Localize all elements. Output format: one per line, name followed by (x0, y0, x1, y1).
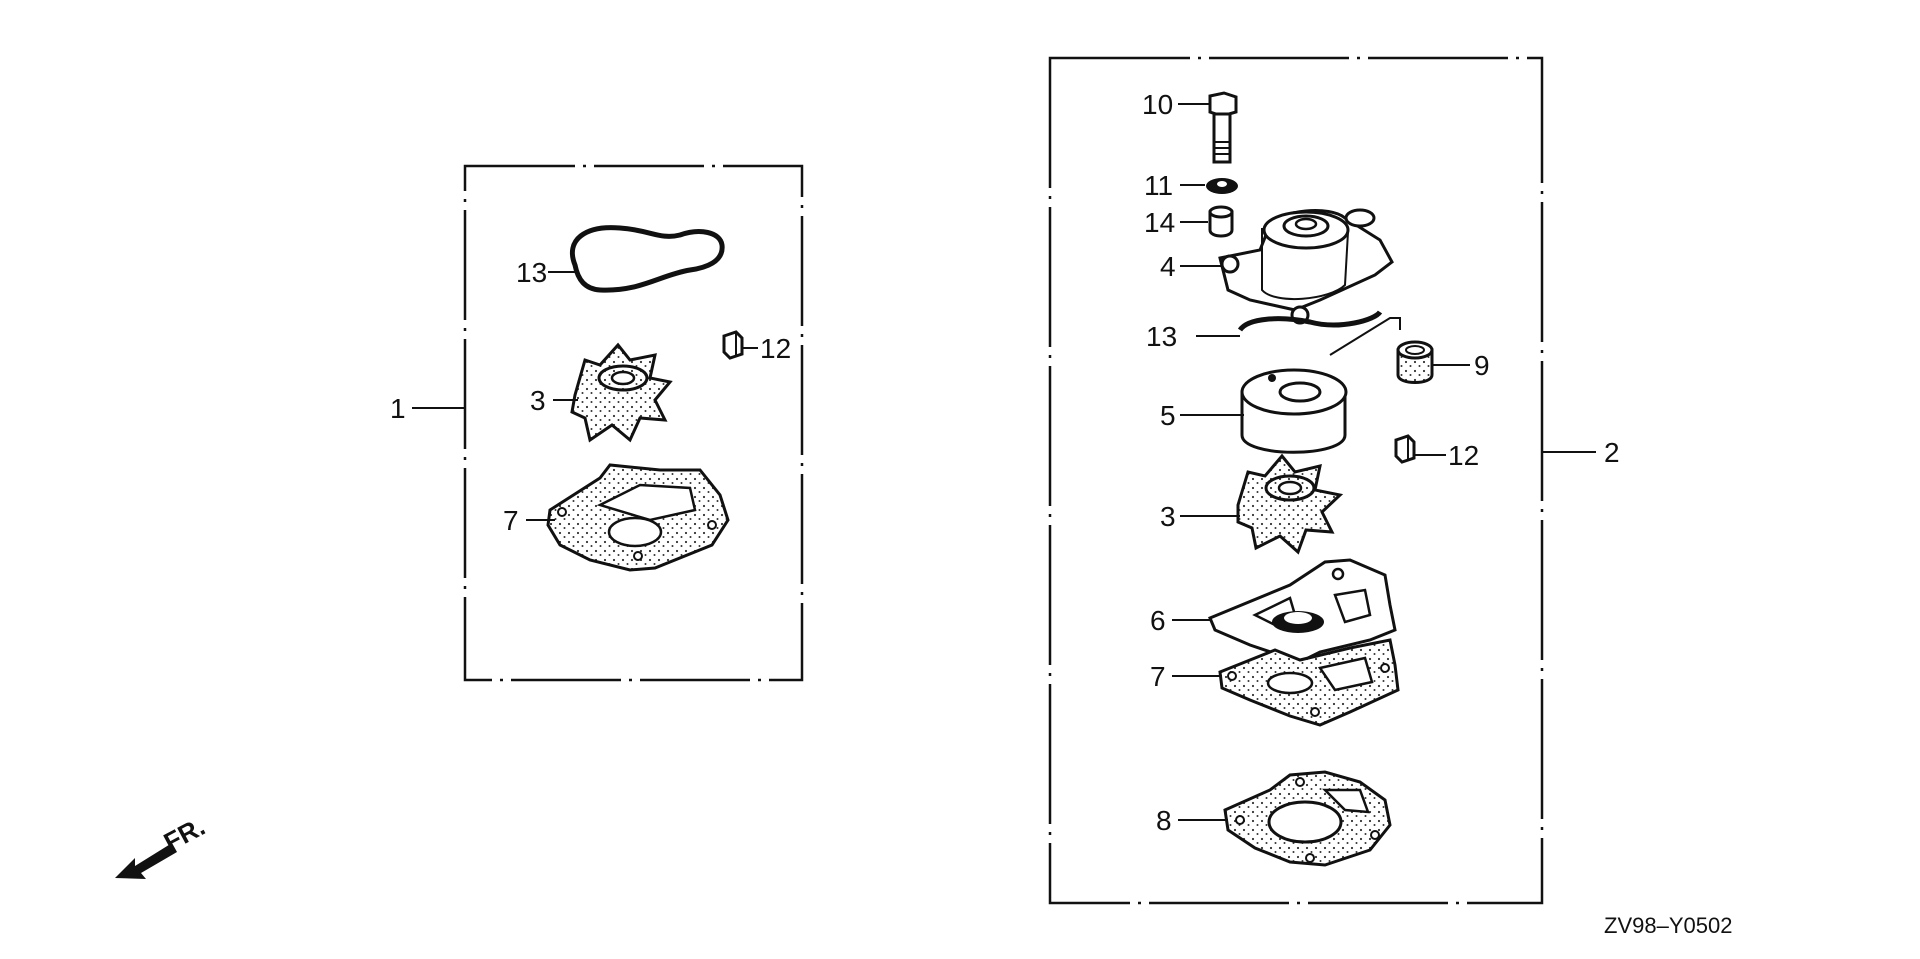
part-label-11: 11 (1144, 170, 1173, 201)
gasket-ring-part (569, 225, 725, 293)
impeller-part (570, 342, 673, 443)
collar-part (1208, 205, 1234, 238)
part-label-10: 10 (1142, 89, 1173, 120)
front-direction-marker: FR. (115, 811, 210, 879)
part-label-12-right: 12 (1448, 440, 1479, 471)
liner-part (1240, 368, 1348, 454)
part-label-6: 6 (1150, 605, 1166, 636)
grommet-part (1396, 340, 1434, 384)
front-arrow-icon (115, 843, 177, 879)
housing-gasket-part (1237, 310, 1401, 356)
kit-right-frame (1048, 56, 1544, 905)
kit-left-callout: 1 (390, 393, 406, 424)
part-label-13-left: 13 (516, 257, 547, 288)
washer-part (1206, 178, 1238, 194)
pump-housing-part (1218, 208, 1394, 325)
part-label-5: 5 (1160, 400, 1176, 431)
part-label-3-right: 3 (1160, 501, 1176, 532)
kit-left: 1 13 12 3 7 (390, 164, 804, 682)
part-label-13-right: 13 (1146, 321, 1177, 352)
part-label-9: 9 (1474, 350, 1490, 381)
base-gasket-part (1223, 770, 1392, 867)
part-label-3-left: 3 (530, 385, 546, 416)
gasket-plate-part (546, 463, 730, 572)
diagram-code: ZV98–Y0502 (1604, 913, 1732, 938)
part-label-8: 8 (1156, 805, 1172, 836)
kit-right: 2 10 11 14 (1048, 56, 1620, 905)
kit-right-callout: 2 (1604, 437, 1620, 468)
kit-left-frame (463, 164, 804, 682)
bolt-part (1208, 91, 1238, 164)
part-label-7-right: 7 (1150, 661, 1166, 692)
plate-gasket-part (1218, 638, 1400, 727)
key-part (722, 330, 744, 360)
part-label-12-left: 12 (760, 333, 791, 364)
part-label-7-left: 7 (503, 505, 519, 536)
part-label-4: 4 (1160, 251, 1176, 282)
key-right-part (1394, 434, 1416, 464)
part-label-14: 14 (1144, 207, 1175, 238)
impeller-right-part (1236, 453, 1344, 555)
plate-part (1208, 558, 1397, 664)
